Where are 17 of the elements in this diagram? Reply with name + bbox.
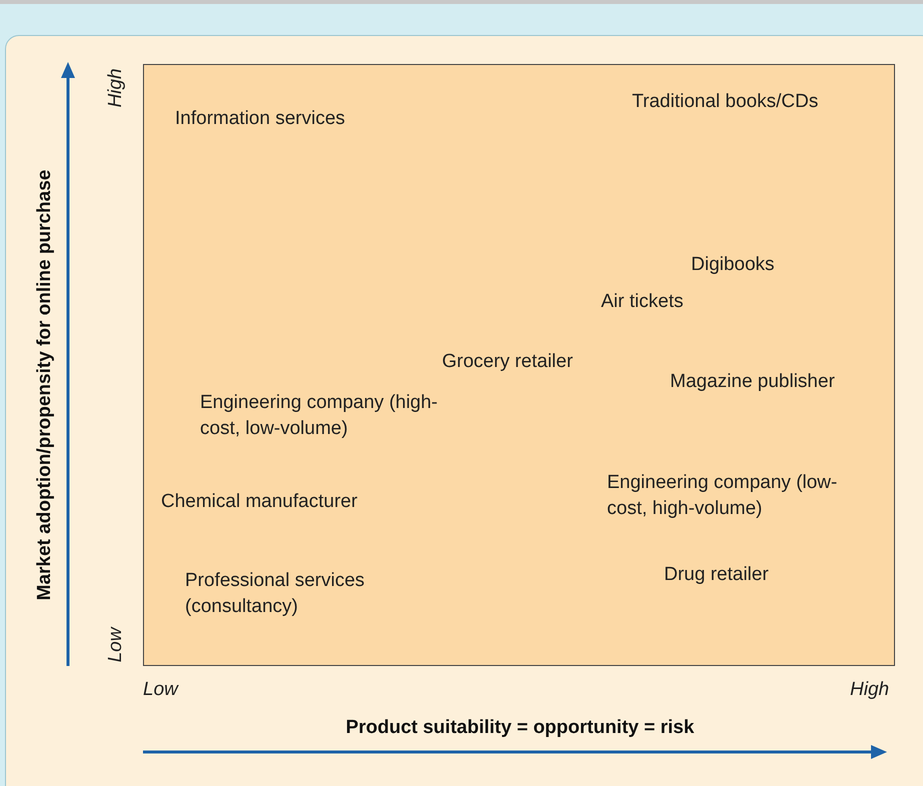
plot-label: Information services (175, 107, 346, 131)
plot-label: Digibooks (691, 253, 774, 277)
plot-label: Professional services (consultancy) (185, 569, 366, 619)
plot-label: Engineering company (high-cost, low-volume) (200, 391, 439, 441)
plot-label: Chemical manufacturer (161, 490, 358, 514)
axis-tick-label: High (850, 678, 890, 702)
plot-label: Engineering company (low-cost, high-volume) (607, 471, 838, 521)
axis-title: Market adoption/propensity for online purchase (32, 170, 56, 600)
plot-label: Magazine publisher (670, 370, 835, 394)
axis-tick-label: Low (104, 628, 127, 662)
plot-label: Traditional books/CDs (632, 90, 818, 114)
plot-label: Drug retailer (664, 563, 769, 587)
plot-label: Grocery retailer (442, 350, 573, 374)
axis-tick-label: Low (143, 678, 178, 702)
axis-tick-label: High (104, 68, 127, 108)
plot-label: Air tickets (601, 290, 684, 314)
axis-title: Product suitability = opportunity = risk (346, 716, 694, 740)
